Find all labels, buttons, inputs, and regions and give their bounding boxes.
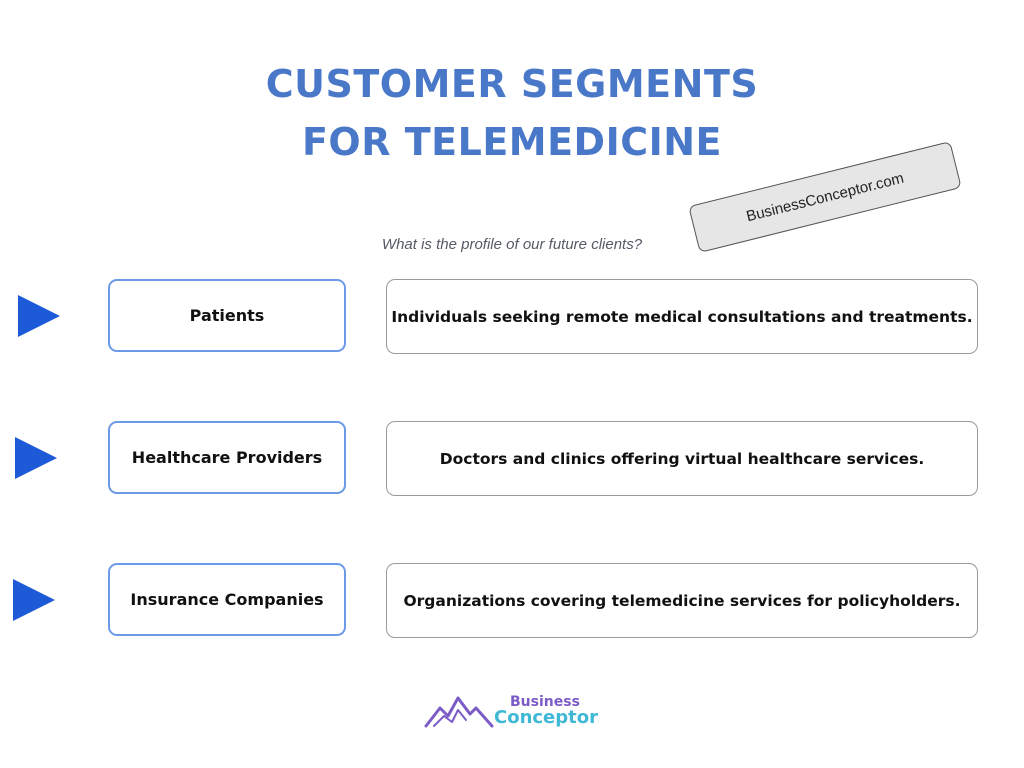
segment-label-text: Healthcare Providers: [131, 448, 323, 467]
segment-label-insurance-companies: Insurance Companies: [108, 563, 346, 636]
logo-word-business: Business: [510, 694, 580, 710]
segment-description-text: Doctors and clinics offering virtual hea…: [439, 449, 925, 468]
segment-label-healthcare-providers: Healthcare Providers: [108, 421, 346, 494]
segment-description-patients: Individuals seeking remote medical consu…: [386, 279, 978, 354]
arrow-right-icon: [15, 437, 57, 479]
segment-label-patients: Patients: [108, 279, 346, 352]
logo-word-conceptor: Conceptor: [494, 707, 599, 728]
business-conceptor-logo: Business Conceptor: [424, 690, 604, 734]
segment-description-text: Individuals seeking remote medical consu…: [391, 307, 973, 326]
segment-description-text: Organizations covering telemedicine serv…: [403, 591, 961, 610]
mountains-icon: [424, 696, 494, 728]
segment-description-healthcare-providers: Doctors and clinics offering virtual hea…: [386, 421, 978, 496]
segment-label-text: Insurance Companies: [130, 590, 324, 609]
watermark-text: BusinessConceptor.com: [744, 169, 906, 225]
subtitle: What is the profile of our future client…: [381, 236, 643, 253]
arrow-right-icon: [13, 579, 55, 621]
arrow-right-icon: [18, 295, 60, 337]
segment-description-insurance-companies: Organizations covering telemedicine serv…: [386, 563, 978, 638]
segment-label-text: Patients: [189, 306, 265, 325]
page-title-line-1: CUSTOMER SEGMENTS: [265, 62, 759, 106]
page-title-line-2: FOR TELEMEDICINE: [301, 120, 723, 164]
